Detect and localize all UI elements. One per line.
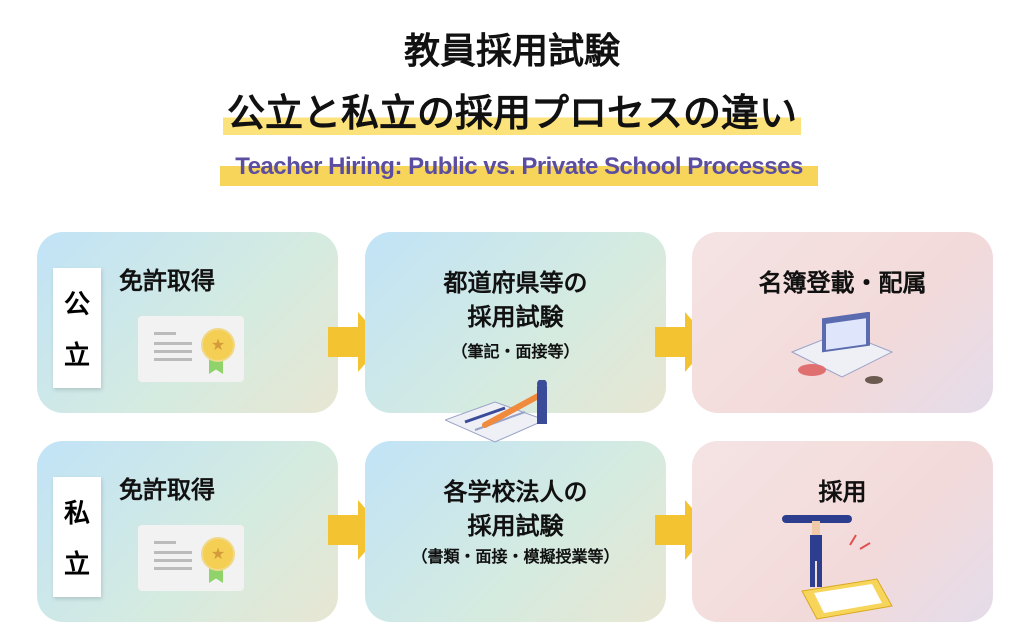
laptop-books-illustration	[790, 312, 894, 384]
certificate-icon: ★	[138, 316, 244, 382]
step2-title-line1: 各学校法人の	[443, 478, 588, 506]
public-license-box: 公立 免許取得 ★	[37, 232, 338, 413]
pencil-writing-illustration	[445, 380, 547, 443]
public-exam-box: 都道府県等の 採用試験 （筆記・面接等）	[365, 232, 666, 413]
label-char: 公	[63, 290, 90, 320]
step2-title-line2: 採用試験	[467, 512, 564, 540]
certificate-icon: ★	[138, 525, 244, 591]
label-char: 私	[63, 499, 90, 529]
title-line2-text: 公立と私立の採用プロセスの違い	[222, 91, 801, 135]
label-char: 立	[63, 341, 90, 371]
step2-note: （筆記・面接等）	[451, 342, 580, 361]
step2-note: （書類・面接・模擬授業等）	[411, 547, 620, 566]
public-placement-box: 名簿登載・配属	[692, 232, 993, 413]
private-hired-box: 採用	[692, 441, 993, 622]
step2-title-line2: 採用試験	[467, 303, 564, 331]
step2-title-line1: 都道府県等の	[443, 269, 588, 297]
step1-title: 免許取得	[119, 267, 215, 295]
private-label: 私立	[53, 477, 101, 597]
label-char: 立	[63, 550, 90, 580]
title-line2: 公立と私立の採用プロセスの違い	[0, 82, 1024, 137]
public-label: 公立	[53, 268, 101, 388]
subtitle: Teacher Hiring: Public vs. Private Schoo…	[220, 150, 818, 186]
private-license-box: 私立 免許取得 ★	[37, 441, 338, 622]
title-line1: 教員採用試験	[403, 31, 620, 72]
person-hired-illustration	[782, 515, 893, 620]
step3-title: 名簿登載・配属	[758, 269, 927, 297]
private-exam-box: 各学校法人の 採用試験 （書類・面接・模擬授業等）	[365, 441, 666, 622]
step1-title: 免許取得	[119, 476, 215, 504]
step3-title: 採用	[818, 478, 867, 506]
